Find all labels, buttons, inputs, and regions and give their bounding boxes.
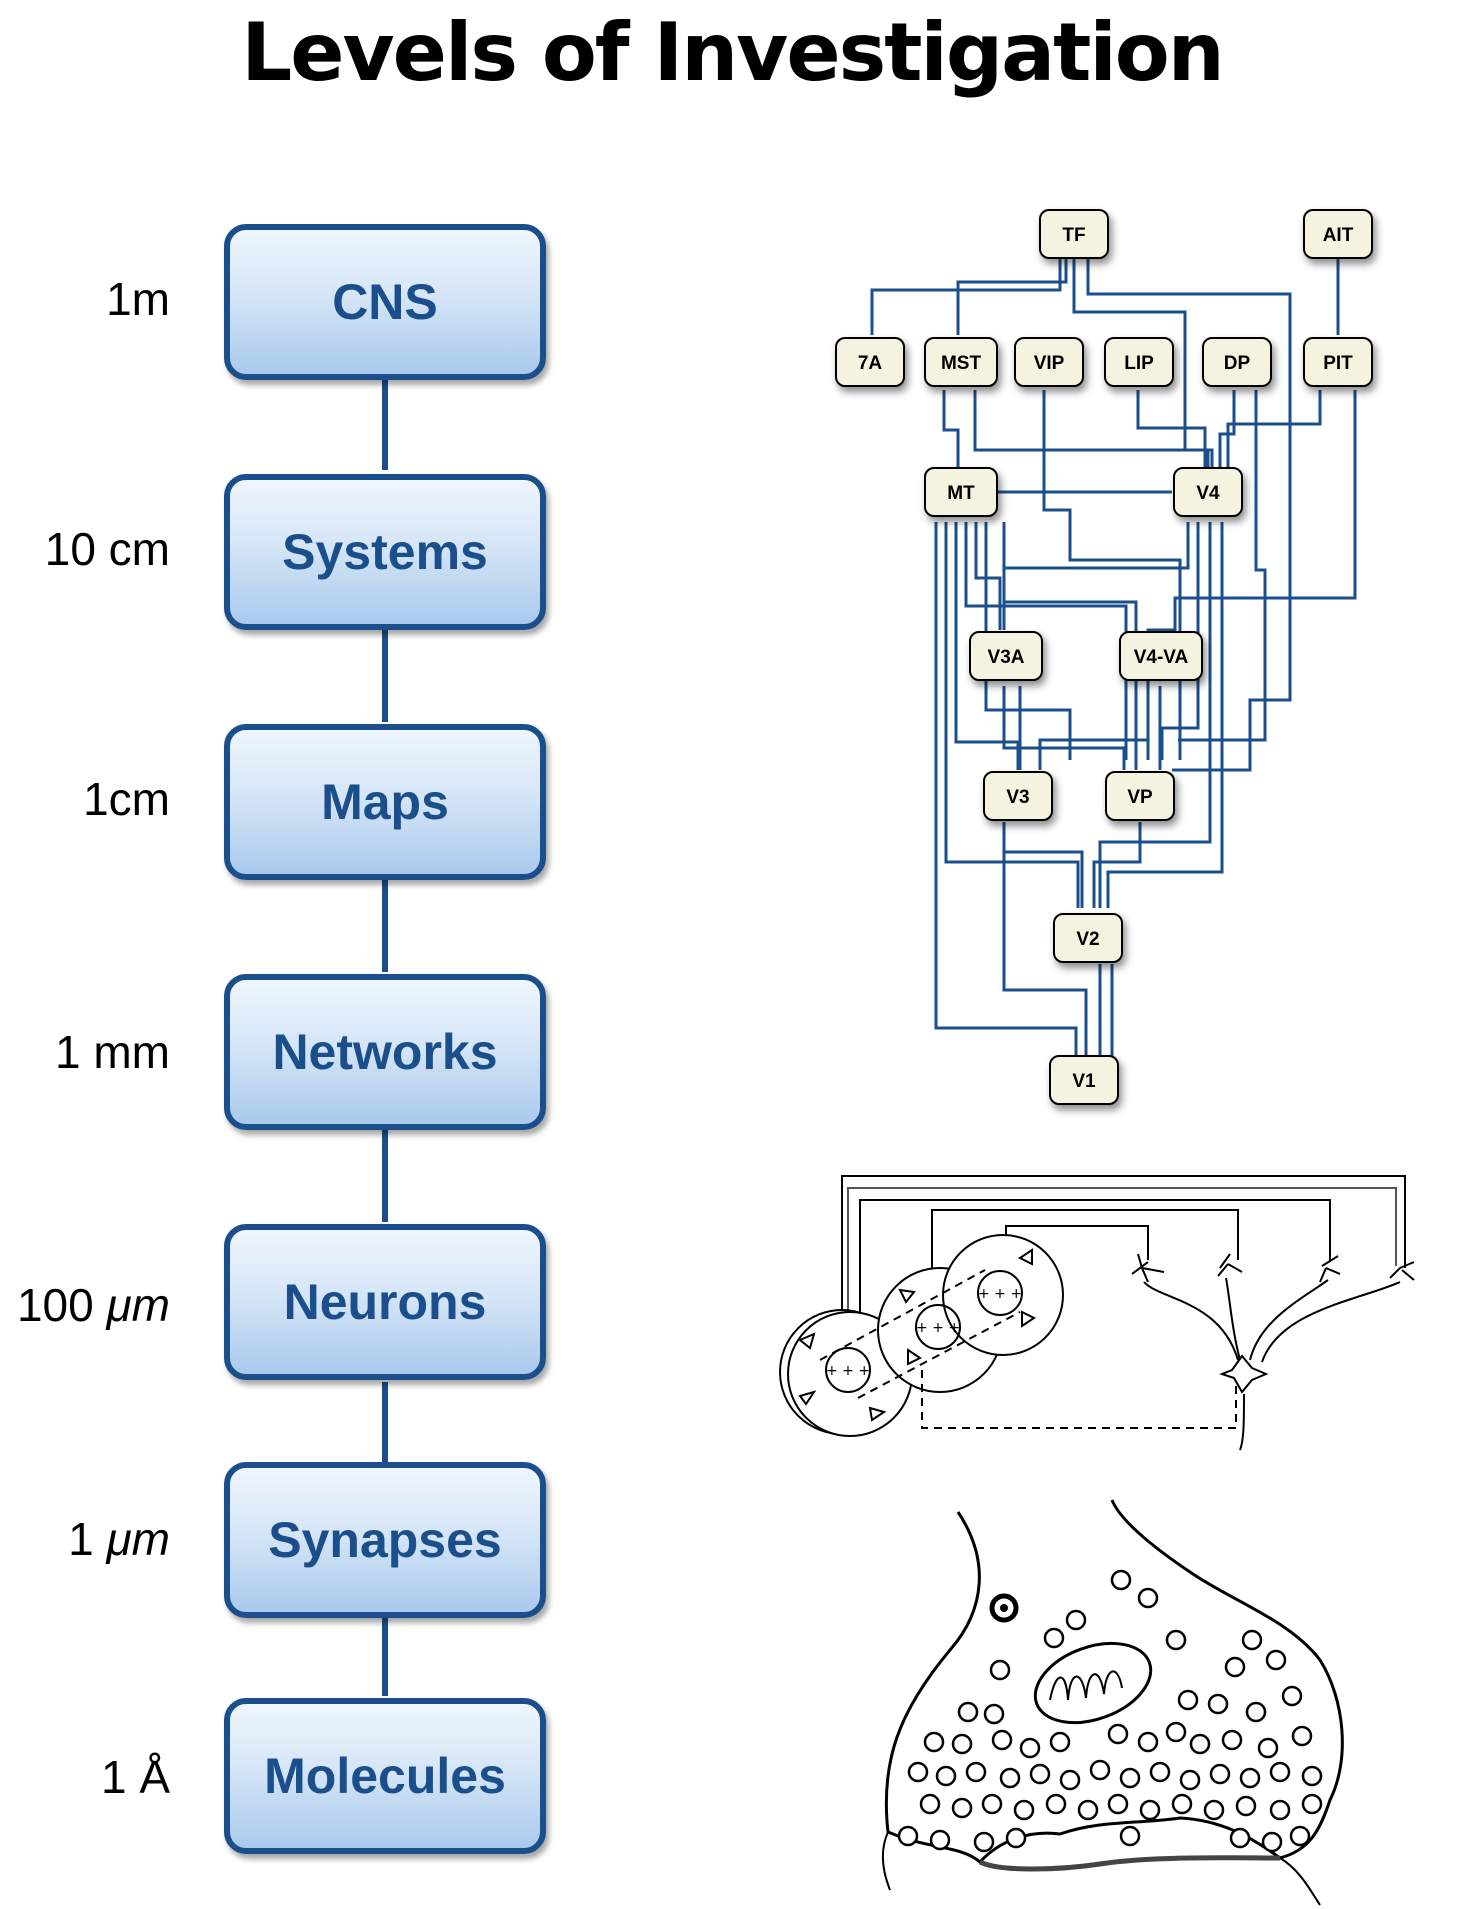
node-v3a [969,631,1043,681]
scale-number: 1 [68,1513,107,1565]
connector-networks-neurons [382,1130,388,1222]
node-label: V3A [988,647,1025,668]
level-box-networks: Networks [224,974,546,1130]
node-v1 [1049,1055,1119,1105]
presynaptic-terminal-outline [884,1499,1344,1865]
level-box-cns: CNS [224,224,546,380]
node-label: V1 [1072,1071,1096,1092]
scale-unit: μm [106,1513,170,1565]
node-label: TF [1062,225,1085,246]
hierarchy-node-labels: TF AIT 7A MST VIP LIP DP PIT MT V4 V3A V… [858,225,1354,1092]
node-7a [835,337,905,387]
hierarchy-nodes [835,209,1373,1105]
connector-maps-networks [382,880,388,972]
node-v2 [1053,913,1123,963]
node-label: VIP [1034,353,1065,374]
node-label: V4-VA [1134,647,1189,668]
node-label: MT [947,483,975,504]
svg-text:+ + +: + + + [826,1363,870,1379]
level-box-maps: Maps [224,724,546,880]
node-lip [1104,337,1174,387]
node-label: V3 [1006,787,1029,808]
node-v4 [1173,467,1243,517]
level-box-systems: Systems [224,474,546,630]
node-label: 7A [858,353,883,374]
node-v3 [983,771,1053,821]
scale-label-maps: 1cm [83,773,170,825]
neuron-network-sketch: + + + + + + + + + [779,1175,1415,1451]
scale-unit: μm [106,1279,170,1331]
level-box-neurons: Neurons [224,1224,546,1380]
node-label: AIT [1323,225,1354,246]
connector-neurons-synapses [382,1382,388,1462]
scale-label-synapses: 1 μm [0,1512,170,1566]
scale-label-neurons: 100 μm [0,1278,170,1332]
connector-synapses-molecules [382,1618,388,1696]
scale-label-systems: 10 cm [44,523,170,575]
node-label: V4 [1196,483,1220,504]
node-mt [924,467,998,517]
node-label: V2 [1076,929,1099,950]
level-box-synapses: Synapses [224,1462,546,1618]
scale-label-networks: 1 mm [55,1026,170,1078]
synaptic-vesicles [897,1569,1323,1853]
node-label: LIP [1124,353,1154,374]
svg-text:+ + +: + + + [916,1320,960,1336]
node-vip [1014,337,1084,387]
scale-number: 100 [16,1279,107,1331]
node-pit [1303,337,1373,387]
page-title: Levels of Investigation [241,6,1224,99]
node-dp [1202,337,1272,387]
node-mst [924,337,998,387]
scale-label-molecules: 1 Å [100,1751,170,1803]
node-label: DP [1224,353,1251,374]
node-v4va [1119,631,1203,681]
node-label: VP [1127,787,1153,808]
connector-systems-maps [382,630,388,722]
node-label: PIT [1323,353,1353,374]
scale-label-cns: 1m [106,273,170,325]
node-tf [1039,209,1109,259]
node-vp [1105,771,1175,821]
svg-text:+ + +: + + + [978,1286,1022,1302]
level-box-molecules: Molecules [224,1698,546,1854]
node-ait [1303,209,1373,259]
mitochondrion [1033,1641,1153,1725]
synapse-sketch [882,1499,1344,1906]
connector-cns-systems [382,380,388,470]
node-label: MST [941,353,982,374]
